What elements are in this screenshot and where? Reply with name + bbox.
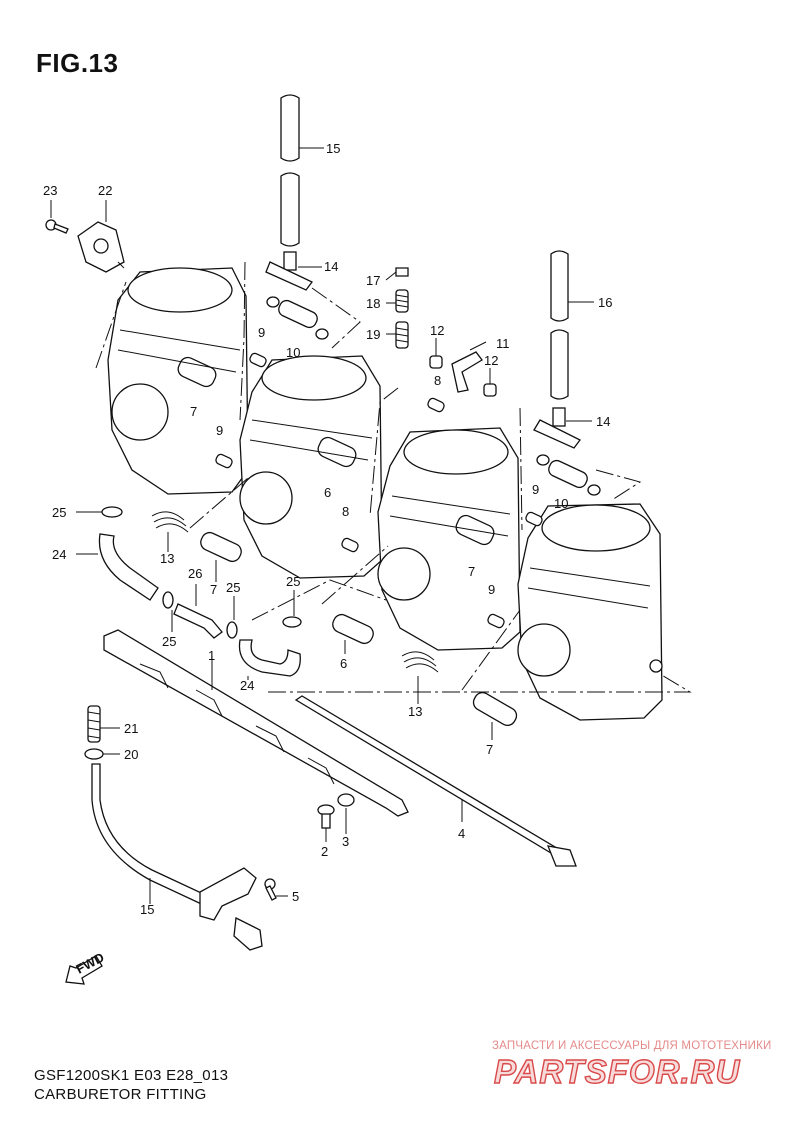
bracket-1 <box>103 629 409 817</box>
washer-20 <box>84 748 120 760</box>
spring-18 <box>386 321 409 349</box>
watermark-logo: PARTSFOR.RU <box>493 1052 741 1090</box>
callout: 24 <box>52 547 66 562</box>
callout: 5 <box>292 889 299 904</box>
callout: 12 <box>484 353 498 368</box>
cap-12-right <box>483 368 497 397</box>
callout: 13 <box>408 704 422 719</box>
tube-10-b <box>536 454 601 496</box>
callout: 19 <box>366 327 380 342</box>
callout: 4 <box>458 826 465 841</box>
fwd-arrow-icon: FWD <box>65 950 107 985</box>
callout: 9 <box>258 325 265 340</box>
callout: 26 <box>188 566 202 581</box>
tube-7-a <box>200 531 242 582</box>
cap-8-9 <box>215 352 543 629</box>
cable-19 <box>91 763 263 951</box>
callout: 7 <box>486 742 493 757</box>
tube-7-b <box>472 691 518 740</box>
callout: 9 <box>216 423 223 438</box>
assembly-lines <box>189 261 692 693</box>
callout: 1 <box>208 648 215 663</box>
callout: 23 <box>43 183 57 198</box>
spring-13-a <box>151 511 189 552</box>
callout: 22 <box>98 183 112 198</box>
callout: 15 <box>140 902 154 917</box>
screw-5 <box>264 878 288 901</box>
callout: 25 <box>162 634 176 649</box>
callout: 15 <box>326 141 340 156</box>
fitting-14-top <box>265 251 322 291</box>
tube-6-a <box>332 613 374 654</box>
callout: 14 <box>324 259 338 274</box>
screw-2 <box>317 804 335 842</box>
spring-13-b <box>401 651 439 704</box>
callout: 25 <box>226 580 240 595</box>
carburetor-1 <box>95 267 249 495</box>
screw-16 <box>385 267 409 281</box>
callout: 8 <box>434 373 441 388</box>
fitting-14-right <box>533 407 592 449</box>
cap-12-left <box>429 338 443 369</box>
callout: 12 <box>430 323 444 338</box>
tube-10-a <box>266 296 329 340</box>
spring-17 <box>386 289 409 313</box>
tee-11 <box>451 341 487 393</box>
callout: 10 <box>554 496 568 511</box>
figure-name: CARBURETOR FITTING <box>34 1086 207 1103</box>
callout: 9 <box>532 482 539 497</box>
callout: 16 <box>598 295 612 310</box>
callout: 3 <box>342 834 349 849</box>
shaft-4 <box>294 695 577 867</box>
callout: 25 <box>52 505 66 520</box>
callout: 13 <box>160 551 174 566</box>
callout-labels: 15 14 16 14 23 22 17 18 19 12 11 12 8 9 … <box>43 141 612 917</box>
carburetor-2 <box>239 355 383 579</box>
callout: 25 <box>286 574 300 589</box>
bolt-23 <box>45 200 69 234</box>
callout: 20 <box>124 747 138 762</box>
washer-3 <box>337 793 355 834</box>
callout: 7 <box>468 564 475 579</box>
callout: 2 <box>321 844 328 859</box>
model-code: GSF1200SK1 E03 E28_013 <box>34 1067 229 1084</box>
hose-15-top <box>280 94 324 247</box>
carburetor-4 <box>517 503 663 721</box>
sensor-22 <box>77 200 125 273</box>
callout: 14 <box>596 414 610 429</box>
callout: 7 <box>210 582 217 597</box>
joint-26 <box>173 584 223 639</box>
callout: 21 <box>124 721 138 736</box>
callout: 6 <box>324 485 331 500</box>
clamp-25-b <box>162 590 302 639</box>
callout: 7 <box>190 404 197 419</box>
callout: 17 <box>366 273 380 288</box>
callout: 11 <box>496 336 510 351</box>
hose-24-a <box>76 533 159 601</box>
figure-title: FIG.13 <box>36 48 119 78</box>
callout: 8 <box>342 504 349 519</box>
callout: 6 <box>340 656 347 671</box>
clamp-25-a <box>76 506 123 518</box>
hose-15-right <box>550 250 594 400</box>
callout: 24 <box>240 678 254 693</box>
spring-21 <box>87 705 120 743</box>
watermark-caption: ЗАПЧАСТИ И АКСЕССУАРЫ ДЛЯ МОТОТЕХНИКИ <box>492 1040 772 1052</box>
carburetor-3 <box>377 427 521 651</box>
hose-24-b <box>238 639 301 680</box>
callout: 18 <box>366 296 380 311</box>
callout: 9 <box>488 582 495 597</box>
callout: 10 <box>286 345 300 360</box>
